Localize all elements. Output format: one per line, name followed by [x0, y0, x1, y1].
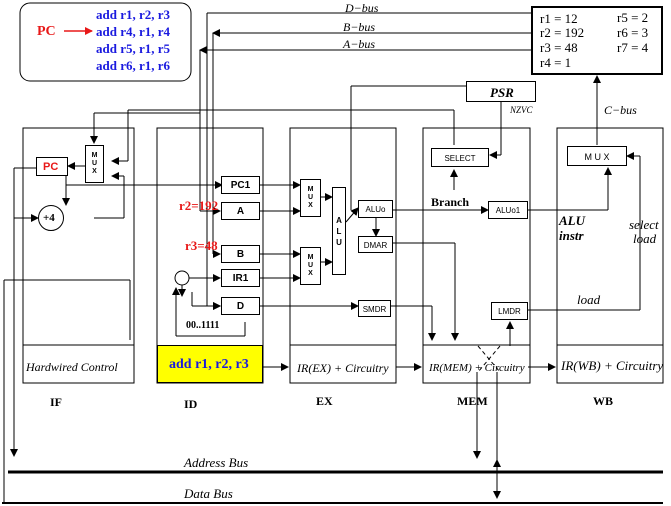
smdr-register: SMDR — [358, 300, 391, 317]
load-label: load — [577, 292, 601, 307]
mem-ir-label: IR(MEM) + Circuitry — [429, 362, 525, 374]
instruction-4: add r6, r1, r6 — [96, 58, 171, 73]
select-unit: SELECT — [431, 148, 489, 167]
a-register: A — [221, 202, 260, 220]
aluo1-register: ALUo1 — [488, 201, 528, 219]
aluo1-label: ALUo1 — [495, 206, 521, 215]
psr-flags: NZVC — [510, 105, 533, 115]
b-bus-label: B−bus — [343, 20, 376, 34]
aluo-register: ALUo — [358, 200, 393, 218]
select-load-label-2: load — [633, 231, 657, 246]
pc1-register: PC1 — [221, 176, 260, 194]
if-control-label: Hardwired Control — [26, 360, 118, 374]
select-load-label-1: select — [629, 217, 659, 232]
if-stage-outline — [22, 127, 135, 384]
wb-stage-outline — [556, 127, 664, 384]
d-register: D — [221, 297, 260, 315]
id-stage-name: ID — [184, 397, 198, 411]
id-stage-outline — [156, 127, 264, 384]
wb-stage-name: WB — [593, 394, 614, 408]
dmar-register: DMAR — [358, 236, 393, 253]
alu-instr-label-2: instr — [559, 228, 584, 243]
ex-mux-bottom-letter: X — [308, 270, 313, 277]
r2-value-annotation: r2=192 — [179, 198, 219, 213]
if-mux-letter: M — [91, 152, 98, 159]
pc-register-label: PC — [43, 161, 59, 173]
register-r5: r5 = 2 — [617, 10, 649, 25]
if-mux-letter: X — [92, 168, 97, 175]
d-register-label: D — [236, 301, 245, 312]
ex-mux-top-letter: M — [307, 186, 314, 193]
pc1-label: PC1 — [230, 180, 251, 191]
dmar-label: DMAR — [363, 241, 388, 250]
id-current-instruction: add r1, r2, r3 — [169, 357, 249, 372]
mem-stage-name: MEM — [457, 394, 488, 408]
alu: A L U — [332, 187, 346, 275]
r3-value-annotation: r3=48 — [185, 238, 218, 253]
register-r2: r2 = 192 — [540, 25, 585, 40]
if-stage-name: IF — [50, 395, 62, 409]
ex-stage-name: EX — [316, 394, 333, 408]
data-bus-label: Data Bus — [184, 486, 233, 501]
address-bus-label: Address Bus — [184, 455, 249, 470]
plus4-label: +4 — [43, 212, 55, 224]
alu-letter: L — [336, 226, 342, 236]
if-mux-letter: U — [91, 160, 98, 167]
wb-mux: M U X — [567, 146, 627, 166]
ex-mux-top-letter: U — [307, 194, 314, 201]
instruction-3: add r5, r1, r5 — [96, 41, 171, 56]
register-r1: r1 = 12 — [540, 11, 578, 26]
register-r4: r4 = 1 — [540, 55, 572, 70]
register-r6: r6 = 3 — [617, 25, 649, 40]
lmdr-label: LMDR — [498, 307, 521, 316]
ex-ir-label: IR(EX) + Circuitry — [297, 361, 389, 375]
c-bus-label: C−bus — [604, 103, 637, 117]
immediate-label: 00..1111 — [186, 320, 220, 331]
ex-mux-top: M U X — [300, 179, 321, 217]
wb-mux-label: M U X — [584, 152, 610, 162]
pc-label: PC — [37, 24, 56, 39]
branch-label: Branch — [431, 195, 470, 209]
program-box — [19, 2, 192, 82]
register-r3: r3 = 48 — [540, 40, 578, 55]
psr-label: PSR — [490, 85, 514, 100]
ir1-label: IR1 — [232, 273, 249, 284]
wb-ir-label: IR(WB) + Circuitry — [561, 358, 664, 373]
ex-stage-outline — [289, 127, 397, 384]
a-bus-label: A−bus — [343, 37, 376, 51]
smdr-label: SMDR — [362, 305, 387, 314]
ex-mux-bottom: M U X — [300, 247, 321, 285]
lmdr-register: LMDR — [491, 302, 528, 320]
alu-letter: A — [336, 215, 342, 225]
aluo-label: ALUo — [365, 205, 386, 214]
instruction-2: add r4, r1, r4 — [96, 24, 171, 39]
alu-letter: U — [336, 237, 342, 247]
a-register-label: A — [236, 206, 245, 217]
psr-box: PSR — [466, 81, 536, 102]
b-register-label: B — [236, 249, 245, 260]
select-label: SELECT — [444, 154, 476, 163]
register-file-box — [531, 6, 663, 75]
register-r7: r7 = 4 — [617, 40, 649, 55]
ex-mux-top-letter: X — [308, 202, 313, 209]
b-register: B — [221, 245, 260, 263]
ex-mux-bottom-letter: U — [307, 262, 314, 269]
instruction-1: add r1, r2, r3 — [96, 7, 171, 22]
pc-register: PC — [36, 157, 68, 176]
ex-mux-bottom-letter: M — [307, 254, 314, 261]
id-current-instruction-box: add r1, r2, r3 — [157, 345, 263, 383]
ir1-register: IR1 — [221, 269, 260, 287]
alu-instr-label-1: ALU — [559, 213, 585, 228]
plus4-adder: +4 — [38, 205, 64, 231]
if-mux: M U X — [85, 145, 104, 183]
d-bus-label: D−bus — [345, 1, 379, 15]
